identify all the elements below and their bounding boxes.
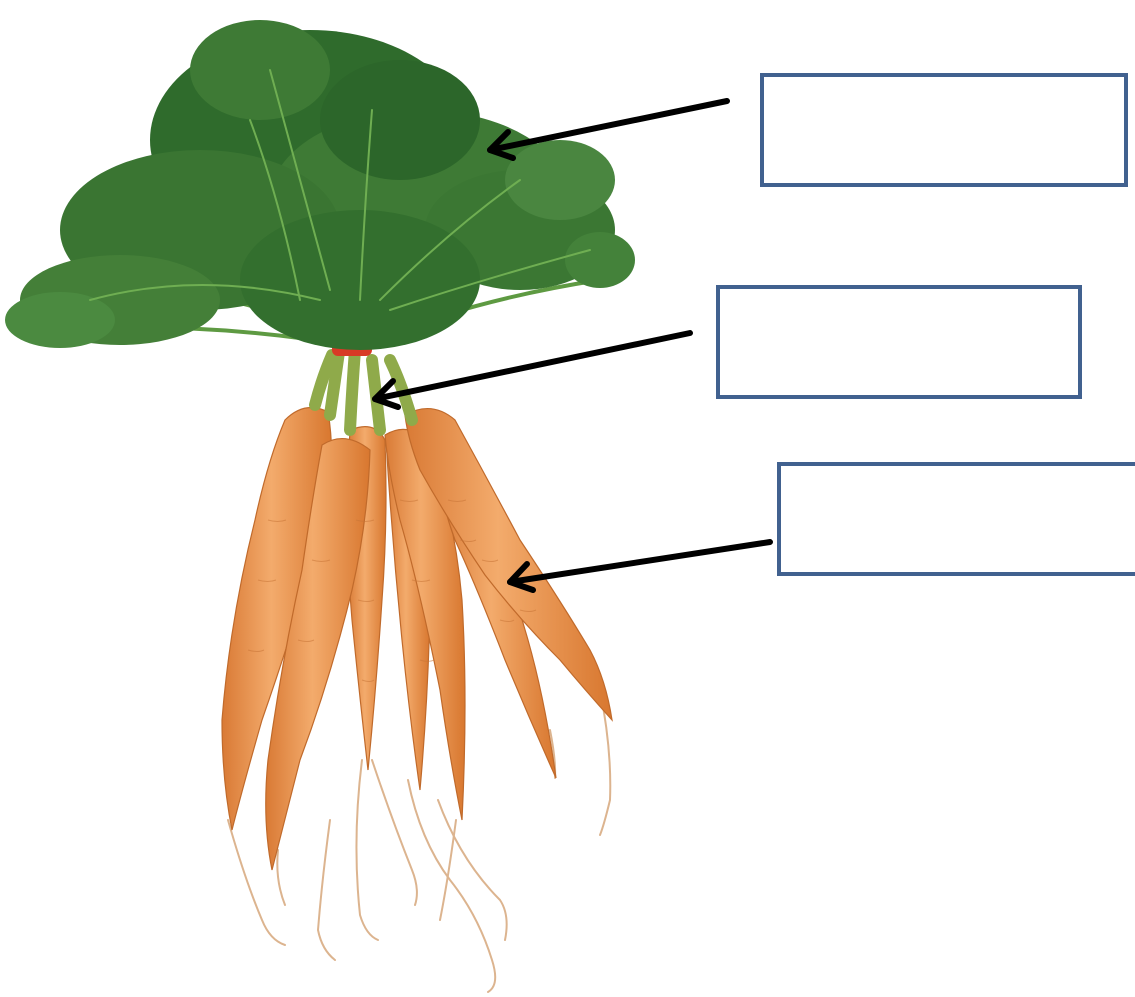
- root-label-box[interactable]: [779, 464, 1135, 574]
- carrot-roots: [222, 408, 612, 871]
- stem-arrow: [375, 333, 690, 407]
- stem-label-box[interactable]: [718, 287, 1080, 397]
- carrot-bunch-illustration: [5, 20, 635, 992]
- leaves-label-box[interactable]: [762, 75, 1126, 185]
- root-arrow: [510, 542, 770, 590]
- carrot-stems: [315, 345, 412, 430]
- label-boxes: [718, 75, 1135, 574]
